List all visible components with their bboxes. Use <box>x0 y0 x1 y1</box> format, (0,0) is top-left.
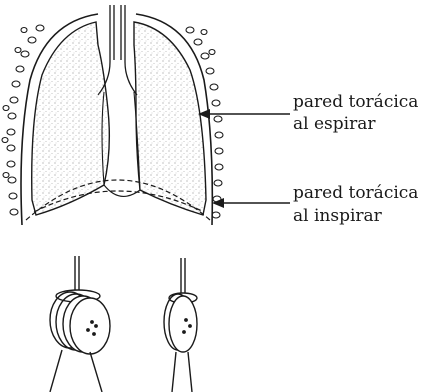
rib-model-right <box>164 258 197 392</box>
expiration-label-line2: al espirar <box>293 113 375 135</box>
expiration-label-line1: pared torácica <box>293 91 418 113</box>
right-lung <box>134 22 206 215</box>
arrow-inspiration <box>212 198 290 208</box>
inspiration-label-line1: pared torácica <box>293 182 418 204</box>
rib-model-left <box>50 256 110 392</box>
left-lung <box>32 22 110 215</box>
arrow-expiration <box>198 109 290 119</box>
inspiration-label-line2: al inspirar <box>293 205 382 227</box>
